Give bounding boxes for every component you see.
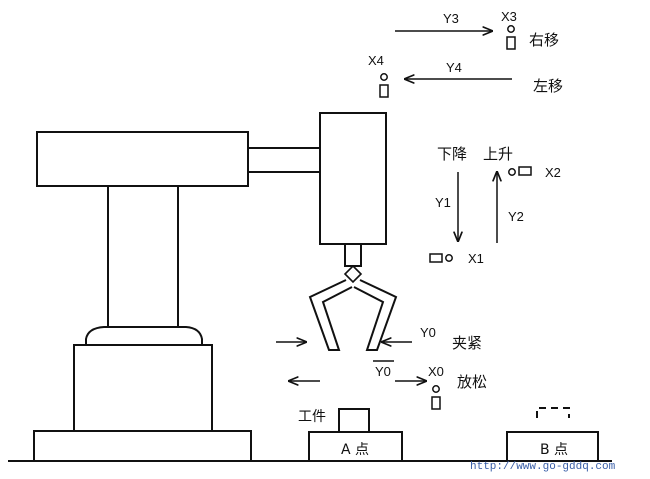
limit-switch-x3: [506, 25, 516, 50]
gripper-pivot: [343, 264, 363, 284]
limit-switch-x0: [431, 385, 441, 410]
limit-switch-x1: [429, 253, 453, 263]
robot-base: [73, 344, 213, 432]
gripper-left-jaw: [308, 279, 353, 351]
robot-waist: [85, 326, 203, 345]
label-x2: X2: [545, 165, 561, 180]
limit-switch-x4: [379, 73, 389, 98]
robot-lift-block: [319, 112, 387, 245]
label-x4: X4: [368, 53, 384, 68]
label-release: 放松: [457, 373, 487, 391]
robot-column: [107, 185, 179, 328]
label-y3: Y3: [443, 11, 459, 26]
label-y4: Y4: [446, 60, 462, 75]
label-point-a: A 点: [341, 442, 369, 458]
robot-foot: [33, 430, 252, 462]
workpiece-box: [338, 408, 370, 433]
label-y1: Y1: [435, 195, 451, 210]
watermark-url: http://www.go-gddq.com: [470, 461, 616, 473]
robot-upper-arm: [36, 131, 249, 187]
label-x1: X1: [468, 251, 484, 266]
robot-arm-shaft: [247, 147, 321, 173]
station-b: [506, 431, 599, 462]
label-up: 上升: [483, 145, 513, 163]
gripper-neck: [344, 243, 362, 267]
workpiece-target-dashed: [536, 407, 570, 418]
label-y0: Y0: [420, 325, 436, 340]
label-right-move: 右移: [529, 31, 559, 49]
label-point-b: B 点: [540, 442, 568, 458]
label-left-move: 左移: [533, 77, 563, 95]
gripper: [308, 264, 398, 351]
limit-switch-x2: [508, 166, 532, 176]
label-workpiece: 工件: [298, 409, 326, 425]
label-clamp: 夹紧: [452, 334, 482, 352]
label-y0-inverted: Y0: [375, 364, 391, 379]
label-x0: X0: [428, 364, 444, 379]
label-down: 下降: [437, 145, 467, 163]
gripper-right-jaw: [353, 279, 398, 351]
label-x3: X3: [501, 9, 517, 24]
label-y2: Y2: [508, 209, 524, 224]
